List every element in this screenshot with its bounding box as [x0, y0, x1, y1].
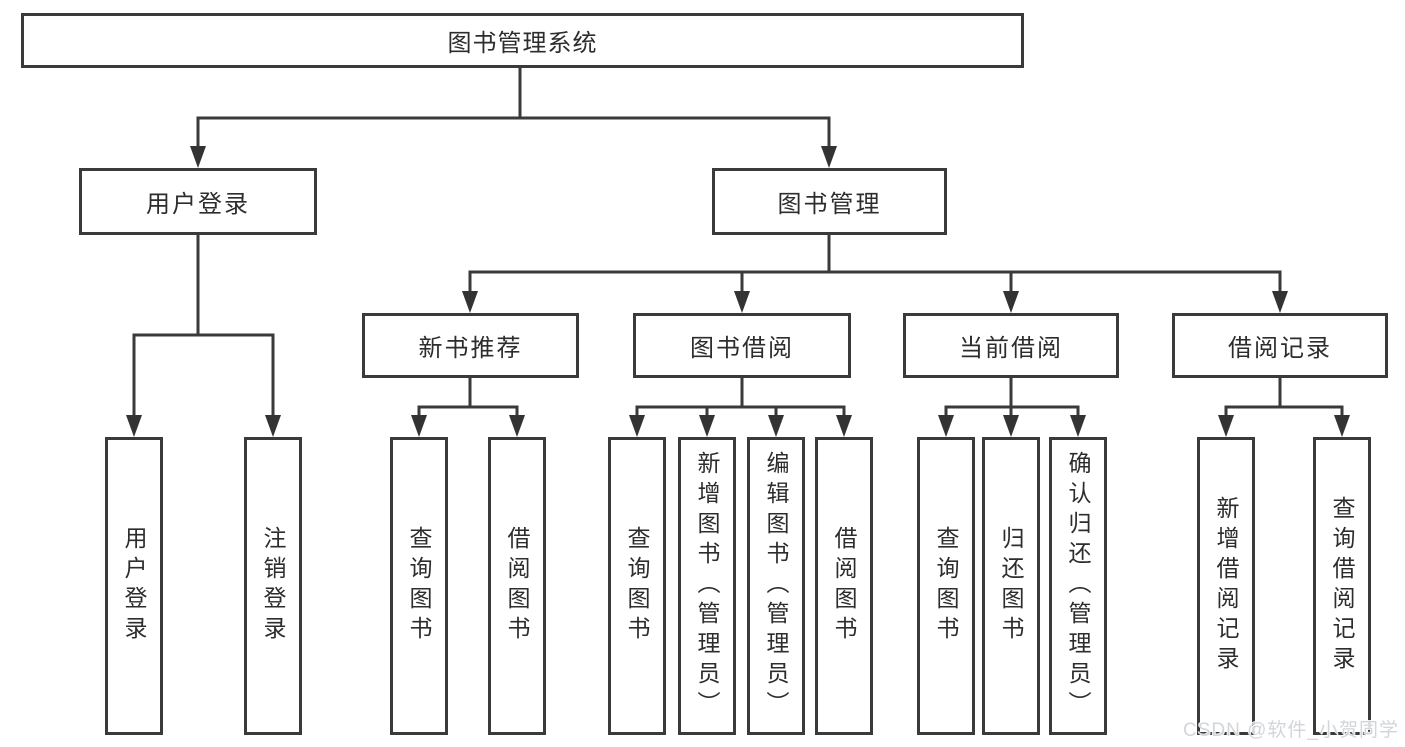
node-recommend-borrow-books-label: 借阅图书	[504, 526, 530, 646]
node-add-books-admin: 新增图书（管理员）	[678, 437, 736, 735]
node-borrow-books-leaf: 借阅图书	[815, 437, 873, 735]
node-return-books-label: 归还图书	[998, 526, 1024, 646]
connector-root-to-level2	[190, 68, 837, 168]
node-book-borrowing: 图书借阅	[633, 313, 851, 378]
node-user-login-leaf-label: 用户登录	[121, 526, 147, 646]
node-book-management-label: 图书管理	[777, 191, 882, 218]
node-current-query-books-label: 查询图书	[933, 526, 959, 646]
node-borrowing-query-books-label: 查询图书	[624, 526, 650, 646]
node-new-book-recommendation: 新书推荐	[362, 313, 579, 378]
connector-user-login-children	[126, 235, 281, 437]
node-logout-leaf: 注销登录	[244, 437, 302, 735]
arrowhead	[938, 415, 954, 437]
node-edit-books-admin-label: 编辑图书（管理员）	[763, 451, 789, 721]
node-recommend-query-books-label: 查询图书	[406, 526, 432, 646]
connector-new-book-recommendation-children	[411, 378, 525, 437]
node-borrowing-records: 借阅记录	[1172, 313, 1388, 378]
node-add-borrow-record: 新增借阅记录	[1197, 437, 1255, 735]
arrowhead	[734, 291, 750, 313]
arrowhead	[1334, 415, 1350, 437]
node-confirm-return-admin-label: 确认归还（管理员）	[1065, 451, 1091, 721]
arrowhead	[509, 415, 525, 437]
node-user-login-leaf: 用户登录	[105, 437, 163, 735]
connector-current-borrowing-children	[938, 378, 1086, 437]
arrowhead	[462, 291, 478, 313]
arrowhead	[265, 415, 281, 437]
arrowhead	[1003, 291, 1019, 313]
node-current-borrowing: 当前借阅	[903, 313, 1119, 378]
node-user-login-label: 用户登录	[146, 191, 250, 218]
arrowhead	[836, 415, 852, 437]
arrowhead	[629, 415, 645, 437]
node-logout-leaf-label: 注销登录	[260, 526, 286, 646]
node-query-borrow-record: 查询借阅记录	[1313, 437, 1371, 735]
arrowhead	[768, 415, 784, 437]
node-edit-books-admin: 编辑图书（管理员）	[747, 437, 805, 735]
arrowhead	[126, 415, 142, 437]
node-new-book-recommendation-label: 新书推荐	[418, 335, 523, 362]
arrowhead	[1070, 415, 1086, 437]
arrowhead	[1218, 415, 1234, 437]
arrowhead	[411, 415, 427, 437]
node-confirm-return-admin: 确认归还（管理员）	[1049, 437, 1107, 735]
node-library-system: 图书管理系统	[21, 13, 1024, 68]
arrowhead	[821, 146, 837, 168]
node-return-books: 归还图书	[982, 437, 1040, 735]
node-book-borrowing-label: 图书借阅	[690, 335, 794, 362]
node-recommend-query-books: 查询图书	[390, 437, 448, 735]
node-library-system-label: 图书管理系统	[447, 30, 598, 57]
node-book-management: 图书管理	[712, 168, 947, 235]
arrowhead	[1003, 415, 1019, 437]
connector-book-borrowing-children	[629, 378, 852, 437]
node-borrow-books-leaf-label: 借阅图书	[831, 526, 857, 646]
arrowhead	[699, 415, 715, 437]
connector-book-management-children	[462, 235, 1288, 313]
arrowhead	[1272, 291, 1288, 313]
csdn-watermark: CSDN @软件_小贺同学	[1183, 720, 1399, 741]
node-borrowing-records-label: 借阅记录	[1228, 335, 1332, 362]
node-recommend-borrow-books: 借阅图书	[488, 437, 546, 735]
node-current-query-books: 查询图书	[917, 437, 975, 735]
node-add-borrow-record-label: 新增借阅记录	[1213, 496, 1239, 676]
node-query-borrow-record-label: 查询借阅记录	[1329, 496, 1355, 676]
node-user-login: 用户登录	[79, 168, 317, 235]
arrowhead	[190, 146, 206, 168]
node-borrowing-query-books: 查询图书	[608, 437, 666, 735]
node-current-borrowing-label: 当前借阅	[959, 335, 1063, 362]
node-add-books-admin-label: 新增图书（管理员）	[694, 451, 720, 721]
connector-borrowing-records-children	[1218, 378, 1350, 437]
